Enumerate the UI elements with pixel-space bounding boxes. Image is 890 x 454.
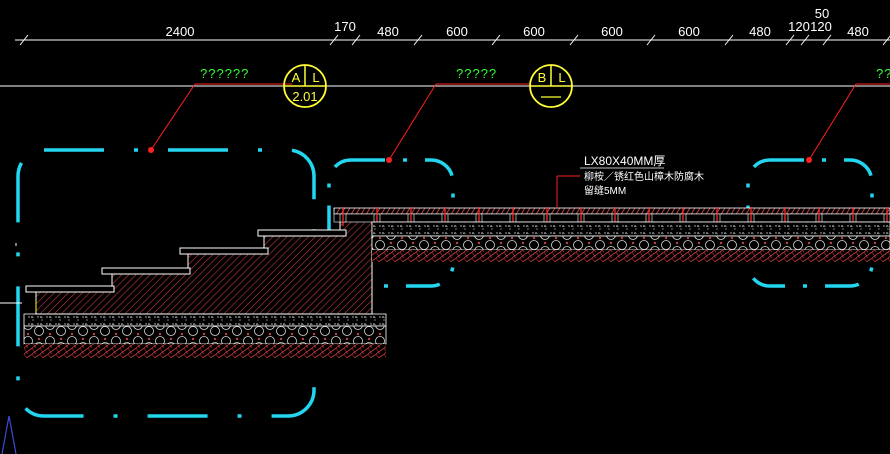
stair-section — [25, 217, 373, 315]
note-line-3: 留缝5MM — [584, 184, 626, 197]
bubble-sheet: 2.01 — [292, 89, 317, 104]
dimension-label: 170 — [334, 19, 356, 34]
note-line-1: LX80X40MM厚 — [584, 154, 665, 168]
leader-label-right: ?? — [876, 66, 890, 81]
stair-base-layers — [23, 313, 387, 358]
dimension-tick — [822, 34, 832, 46]
dimension-line: 50 2400 170 480 600 600 600 600 480 120 … — [15, 6, 890, 46]
dimension-tick — [351, 34, 361, 46]
leader-dot — [148, 147, 154, 153]
dimension-label: 600 — [523, 24, 545, 39]
dimension-tick — [800, 34, 810, 46]
bubble-letter: B — [538, 70, 547, 85]
dimension-tick — [329, 34, 339, 46]
leader-dot — [386, 157, 392, 163]
dimension-label: 480 — [749, 24, 771, 39]
section-bubble-b: B L — [529, 64, 573, 108]
leader-dot — [806, 157, 812, 163]
leader-left: ?????? — [148, 66, 292, 153]
bubble-letter: A — [292, 70, 301, 85]
dimension-tick — [19, 34, 29, 46]
leader-right: ?? — [806, 66, 890, 163]
leader-middle: ????? — [386, 66, 530, 163]
svg-text:L: L — [558, 70, 565, 85]
dimension-label: 120 — [810, 19, 832, 34]
dimension-tick — [724, 34, 734, 46]
material-note: LX80X40MM厚 柳桉／锈红色山樟木防腐木 留缝5MM — [556, 154, 704, 208]
svg-text:L: L — [312, 70, 319, 85]
dimension-tick — [491, 34, 501, 46]
dimension-label: 600 — [601, 24, 623, 39]
leader-label-middle: ????? — [456, 66, 497, 81]
dimension-label: 480 — [377, 24, 399, 39]
dimension-tick — [646, 34, 656, 46]
dimension-tick — [785, 34, 795, 46]
dimension-label: 600 — [446, 24, 468, 39]
dimension-tick — [413, 34, 423, 46]
dimension-label-top: 50 — [815, 6, 829, 21]
leader-label-left: ?????? — [200, 66, 249, 81]
dimension-label: 120 — [788, 19, 810, 34]
dimension-label: 2400 — [166, 24, 195, 39]
section-bubble-a: A L 2.01 — [283, 64, 327, 108]
dimension-tick — [569, 34, 579, 46]
dimension-label: 600 — [678, 24, 700, 39]
deck-section — [333, 207, 890, 262]
dimension-label: 480 — [847, 24, 869, 39]
note-line-2: 柳桉／锈红色山樟木防腐木 — [584, 170, 704, 183]
ucs-icon — [1, 415, 17, 454]
